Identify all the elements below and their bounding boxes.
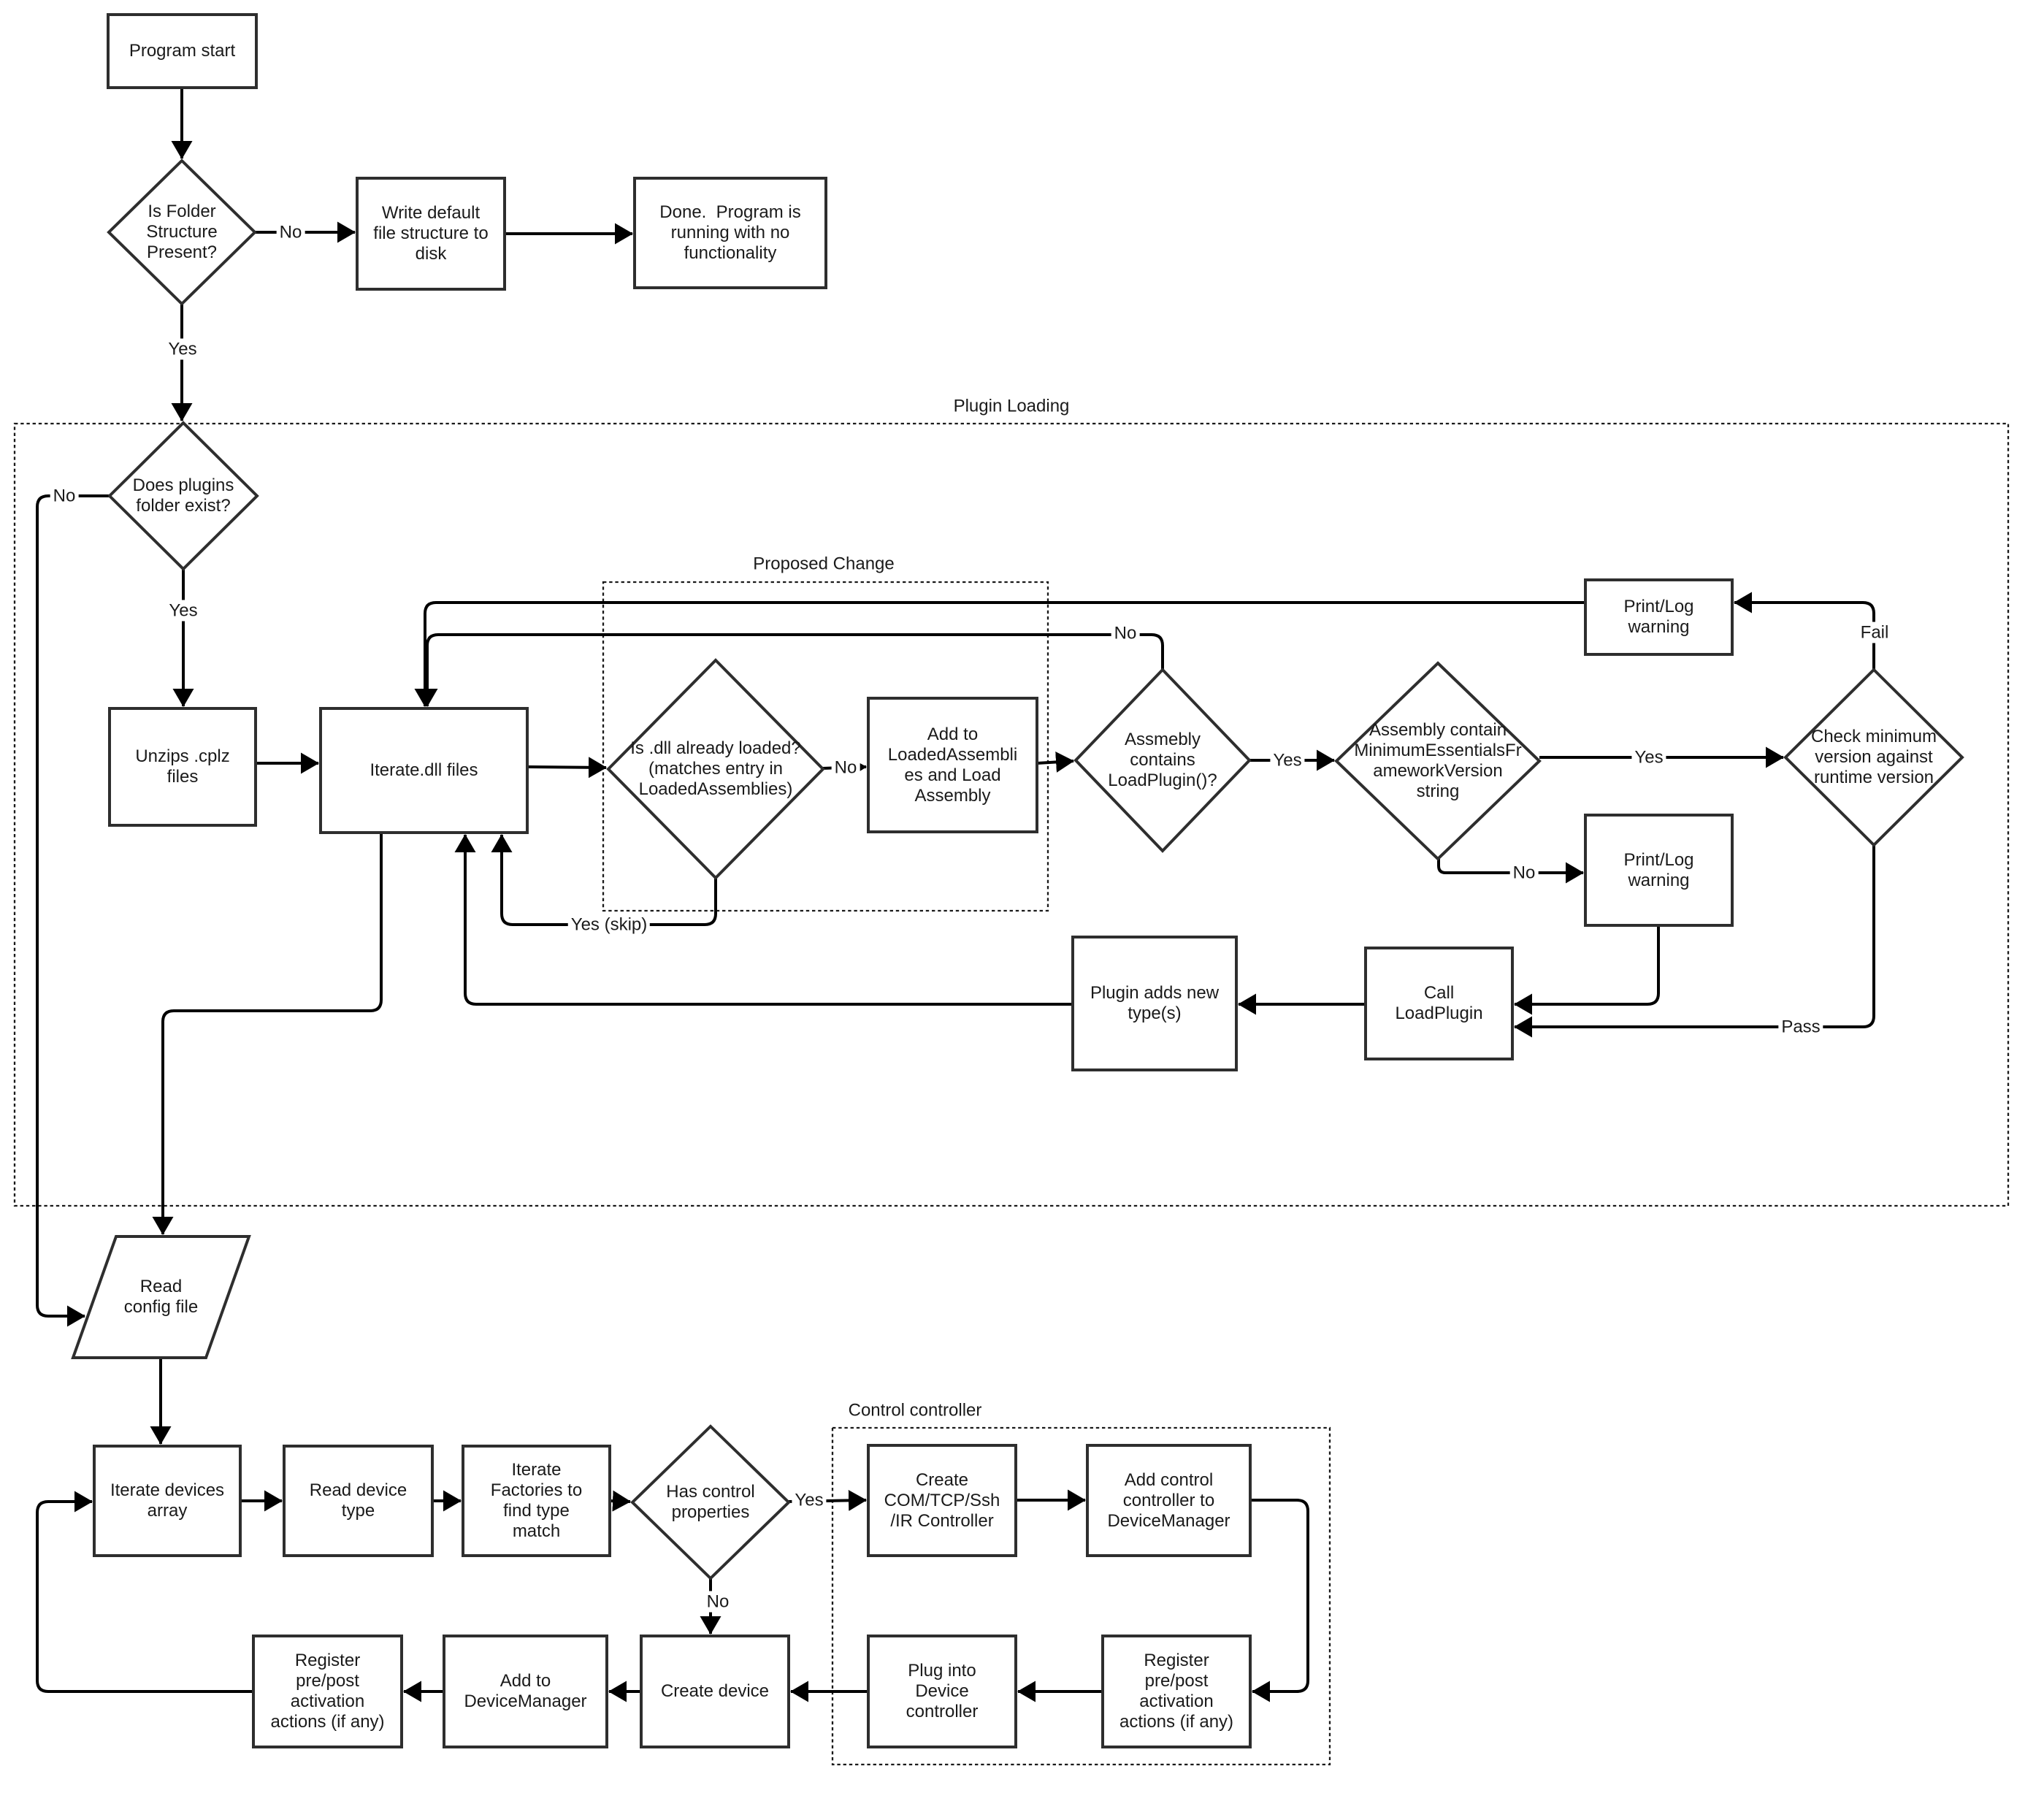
node-iterate-devices-array	[93, 1445, 242, 1557]
edge-folder-yes-to-plugins-check-label: Yes	[165, 338, 200, 360]
edge-contains-yes-to-minimum-string-check-label: Yes	[1270, 749, 1305, 771]
group-plugin-loading-label: Plugin Loading	[953, 396, 1070, 416]
node-has-control-properties	[630, 1424, 791, 1580]
node-read-device-type	[283, 1445, 434, 1557]
edge-version-pass-to-call-loadplugin	[1514, 845, 1875, 1038]
group-control-controller-label: Control controller	[848, 1400, 982, 1421]
edge-loaded-yes-skip-to-iterate-label: Yes (skip)	[567, 914, 651, 936]
group-control-controller	[831, 1426, 1331, 1766]
node-is-folder-structure-present	[107, 158, 257, 306]
edge-iterate-done-to-read-config	[152, 833, 383, 1235]
edge-contains-no-return-to-iterate	[416, 633, 1164, 707]
edge-add-assemblies-to-contains-check	[1036, 751, 1074, 773]
edge-warning-to-call-loadplugin	[1514, 925, 1660, 1015]
group-plugin-loading	[13, 422, 2010, 1207]
edge-warning-fail-return-to-iterate	[414, 601, 1585, 707]
node-read-config-file	[71, 1235, 251, 1359]
node-create-device	[640, 1635, 790, 1748]
edge-iterate-factories-to-control-check	[609, 1490, 631, 1512]
node-register-activation-actions-right	[1101, 1635, 1252, 1748]
edge-iterate-dll-to-loaded-check	[527, 757, 607, 779]
edge-folder-no-to-write-default-label: No	[276, 221, 305, 243]
edge-plugins-no-to-read-config-label: No	[50, 485, 79, 507]
edge-plugins-yes-to-unzips-label: Yes	[166, 600, 201, 622]
node-unzips-cplz-files	[108, 707, 257, 827]
edge-add-controller-to-register-right	[1250, 1499, 1309, 1702]
edge-minimum-string-no-to-warning-label: No	[1509, 862, 1539, 884]
node-program-start	[107, 13, 258, 89]
node-write-default-structure	[356, 177, 506, 291]
group-proposed-change	[602, 581, 1049, 912]
edge-version-fail-to-warning-label: Fail	[1857, 622, 1892, 643]
node-plug-into-device-controller	[867, 1635, 1017, 1748]
edge-plugin-adds-return-to-iterate	[454, 834, 1073, 1006]
edge-plugins-no-to-read-config	[36, 494, 110, 1327]
node-add-to-loaded-assemblies	[867, 697, 1038, 833]
node-call-loadplugin	[1364, 947, 1514, 1060]
edge-register-left-return-to-iterate-devices	[36, 1491, 253, 1693]
node-iterate-factories	[462, 1445, 611, 1557]
node-print-log-warning-fail	[1584, 578, 1734, 656]
node-add-to-devicemanager	[443, 1635, 608, 1748]
edge-loaded-no-to-add-assemblies-label: No	[831, 757, 860, 779]
node-does-plugins-folder-exist	[107, 421, 259, 571]
node-assembly-contains-minimum-version	[1334, 661, 1542, 861]
edge-minimum-string-no-to-warning	[1437, 859, 1584, 884]
edge-contains-no-return-to-iterate-label: No	[1111, 622, 1140, 644]
node-register-activation-actions-left	[252, 1635, 403, 1748]
edge-minimum-string-yes-to-version-check-label: Yes	[1631, 746, 1666, 768]
node-add-control-controller-to-devicemanager	[1086, 1444, 1252, 1557]
node-is-dll-already-loaded	[606, 658, 825, 880]
edge-control-yes-to-create-controller-label: Yes	[792, 1489, 827, 1511]
group-proposed-change-label: Proposed Change	[753, 554, 895, 574]
node-done-no-functionality	[633, 177, 827, 289]
node-iterate-dll-files	[319, 707, 529, 834]
edge-control-no-to-create-device-label: No	[703, 1591, 732, 1613]
edge-version-pass-to-call-loadplugin-label: Pass	[1778, 1016, 1823, 1038]
edge-version-fail-to-warning	[1734, 592, 1875, 670]
node-print-log-warning-no-string	[1584, 814, 1734, 927]
node-plugin-adds-new-types	[1071, 936, 1238, 1071]
node-assembly-contains-loadplugin	[1073, 668, 1252, 853]
node-check-minimum-version	[1783, 668, 1964, 847]
node-create-com-tcp-ssh-ir-controller	[867, 1444, 1017, 1557]
